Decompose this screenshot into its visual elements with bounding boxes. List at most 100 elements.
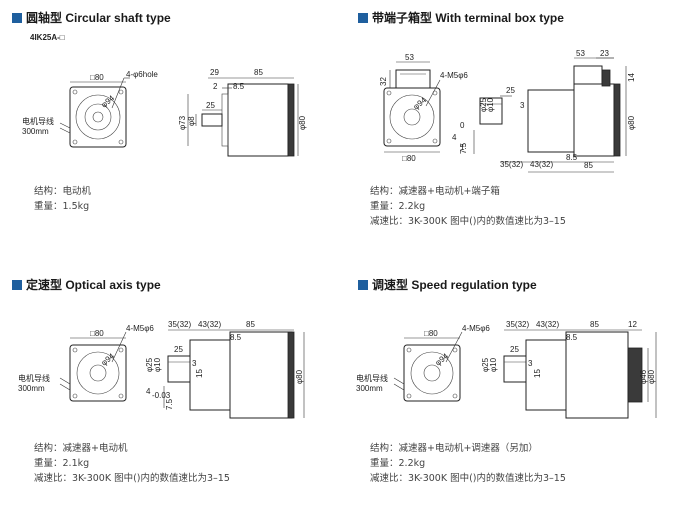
optical-d75: 7.5: [165, 398, 174, 410]
terminal-title-block: 带端子箱型 With terminal box type: [358, 9, 564, 26]
speed-r85: 85: [590, 320, 599, 329]
speed-d25: φ25: [481, 357, 490, 372]
optical-front-view: [59, 331, 127, 402]
title-square-icon: [358, 12, 368, 23]
speed-r80: φ80: [647, 369, 656, 384]
terminal-d25: φ25: [479, 97, 488, 112]
terminal-r53: 53: [576, 49, 585, 58]
speed-title: 调速型 Speed regulation type: [372, 278, 537, 292]
circular-d29: 29: [210, 68, 219, 77]
terminal-shaft-detail: [473, 95, 512, 154]
terminal-s3: 3: [520, 101, 525, 110]
optical-square: □80: [90, 329, 104, 338]
optical-s3: 3: [192, 359, 197, 368]
circular-model: 4IK25A-□: [30, 33, 65, 42]
terminal-r23: 23: [600, 49, 609, 58]
terminal-d32: 32: [379, 77, 388, 86]
spec-line: 结构：减速器+电动机: [34, 443, 128, 454]
terminal-title: 带端子箱型 With terminal box type: [372, 11, 564, 25]
terminal-d0: 0: [460, 121, 465, 130]
circular-title-block: 圆轴型 Circular shaft type: [12, 9, 171, 26]
speed-title-block: 调速型 Speed regulation type: [358, 276, 537, 293]
terminal-d53: 53: [405, 53, 414, 62]
optical-d25: φ25: [145, 357, 154, 372]
optical-title: 定速型 Optical axis type: [26, 278, 161, 292]
terminal-r3532: 35(32): [500, 160, 523, 169]
terminal-square: □80: [402, 154, 416, 163]
optical-s15: 15: [195, 369, 204, 378]
speed-r3532: 35(32): [506, 320, 529, 329]
circular-d85: 85: [254, 68, 263, 77]
optical-holes: 4-M5φ6: [126, 324, 154, 333]
terminal-s25: 25: [506, 86, 515, 95]
circular-square-dim: □80: [90, 73, 104, 82]
circular-d2: 2: [213, 82, 218, 91]
terminal-specs: 结构：减速器+电动机+端子箱 重量：2.2kg 减速比：3K-300K 图中()…: [370, 184, 566, 229]
circular-holes-dim: 4-φ6hole: [126, 70, 158, 79]
speed-front-view: [393, 331, 463, 402]
optical-d10: φ10: [153, 357, 162, 372]
optical-lead-length: 300mm: [18, 384, 45, 393]
circular-d25: 25: [206, 101, 215, 110]
speed-specs: 结构：减速器+电动机+调速器（另加） 重量：2.2kg 减速比：3K-300K …: [370, 441, 566, 486]
optical-r85b: 8.5: [230, 333, 242, 342]
speed-square: □80: [424, 329, 438, 338]
speed-r4332: 43(32): [536, 320, 559, 329]
terminal-d4: 4: [452, 133, 457, 142]
spec-line: 减速比：3K-300K 图中()内的数值速比为3–15: [34, 473, 230, 484]
optical-r4332: 43(32): [198, 320, 221, 329]
spec-line: 结构：减速器+电动机+端子箱: [370, 186, 500, 197]
terminal-r80: φ80: [627, 115, 636, 130]
circular-d80: φ80: [298, 115, 307, 130]
optical-r80: φ80: [295, 369, 304, 384]
optical-d0: -0.03: [152, 391, 171, 400]
circular-d8: φ8: [187, 116, 196, 126]
optical-specs: 结构：减速器+电动机 重量：2.1kg 减速比：3K-300K 图中()内的数值…: [34, 441, 230, 486]
terminal-d10: φ10: [486, 97, 495, 112]
speed-r12: 12: [628, 320, 637, 329]
circular-specs: 结构：电动机 重量：1.5kg: [34, 184, 91, 214]
speed-r85b: 8.5: [566, 333, 578, 342]
speed-lead-length: 300mm: [356, 384, 383, 393]
spec-line: 重量：2.2kg: [370, 458, 426, 469]
speed-lead-label: 电机导线: [356, 373, 388, 383]
terminal-holes: 4-M5φ6: [440, 71, 468, 80]
spec-line: 结构：减速器+电动机+调速器（另加）: [370, 443, 538, 454]
speed-s15: 15: [533, 369, 542, 378]
terminal-r14: 14: [627, 73, 636, 82]
speed-d10: φ10: [489, 357, 498, 372]
title-square-icon: [12, 279, 22, 290]
optical-title-block: 定速型 Optical axis type: [12, 276, 161, 293]
optical-side-view: [163, 329, 305, 419]
terminal-r4332: 43(32): [530, 160, 553, 169]
terminal-r85b: 85: [584, 161, 593, 170]
spec-line: 重量：1.5kg: [34, 201, 90, 212]
spec-line: 减速比：3K-300K 图中()内的数值速比为3–15: [370, 216, 566, 227]
circular-lead-length: 300mm: [22, 127, 49, 136]
speed-r46: φ46: [639, 369, 648, 384]
circular-side-view: [187, 77, 299, 157]
terminal-side-view: [500, 57, 627, 173]
circular-d85b: 8.5: [233, 82, 245, 91]
optical-s25: 25: [174, 345, 183, 354]
speed-side-view: [503, 329, 657, 419]
spec-line: 结构：电动机: [34, 186, 92, 197]
speed-s3: 3: [528, 359, 533, 368]
terminal-front-view: [383, 61, 441, 153]
terminal-d75: 7.5: [459, 142, 468, 154]
title-square-icon: [12, 12, 22, 23]
spec-line: 重量：2.2kg: [370, 201, 426, 212]
optical-r85: 85: [246, 320, 255, 329]
spec-line: 重量：2.1kg: [34, 458, 90, 469]
optical-r3532: 35(32): [168, 320, 191, 329]
title-square-icon: [358, 279, 368, 290]
terminal-r85: 8.5: [566, 153, 578, 162]
circular-title: 圆轴型 Circular shaft type: [26, 11, 171, 25]
spec-line: 减速比：3K-300K 图中()内的数值速比为3–15: [370, 473, 566, 484]
speed-holes: 4-M5φ6: [462, 324, 490, 333]
circular-d73: φ73: [178, 115, 187, 130]
circular-front-view: [59, 77, 130, 148]
speed-s25: 25: [510, 345, 519, 354]
circular-lead-label: 电机导线: [22, 116, 54, 126]
